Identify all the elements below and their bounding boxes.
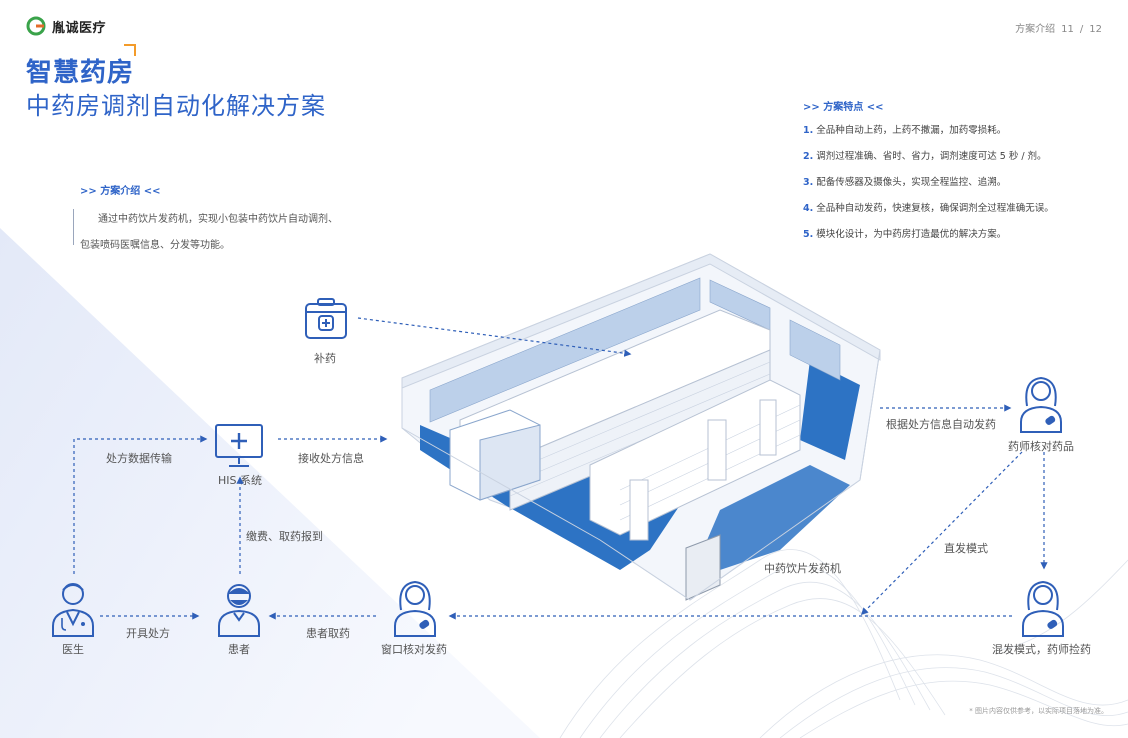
edge-supply xyxy=(357,317,632,357)
edge-label-pickup: 患者取药 xyxy=(306,627,350,640)
edge-direct xyxy=(860,451,1023,616)
pager-sep: / xyxy=(1079,24,1084,35)
page-title: 智慧药房 xyxy=(26,58,135,88)
node-pharmacist-check: 药师核对药品 xyxy=(1008,440,1074,453)
node-supply: 补药 xyxy=(314,352,336,365)
feature-item: 2.调剂过程准确、省时、省力，调剂速度可达 5 秒 / 剂。 xyxy=(803,151,1047,162)
node-machine: 中药饮片发药机 xyxy=(764,562,841,575)
edge-label-direct: 直发模式 xyxy=(944,542,988,555)
node-mixed: 混发模式，药师捡药 xyxy=(992,643,1091,656)
brand-name: 胤诚医疗 xyxy=(52,20,107,36)
edge-doctor-his xyxy=(73,435,208,574)
pharmacist-icon xyxy=(394,580,436,637)
pharmacy-room-illustration xyxy=(401,253,881,601)
feature-item: 1.全品种自动上药，上药不撒漏，加药零损耗。 xyxy=(803,125,1007,136)
feature-item: 5.模块化设计，为中药房打造最优的解决方案。 xyxy=(803,229,1007,240)
intro-line-1: 通过中药饮片发药机，实现小包装中药饮片自动调剂、 xyxy=(98,214,338,225)
logo-mark-icon xyxy=(26,16,46,36)
intro-line-2: 包装喷码医嘱信息、分发等功能。 xyxy=(80,240,230,251)
node-doctor: 医生 xyxy=(62,643,84,656)
features-heading: >> 方案特点 << xyxy=(803,102,884,113)
footnote: * 图片内容仅供参考，以实际项目落地为准。 xyxy=(969,707,1108,715)
edge-label-auto: 根据处方信息自动发药 xyxy=(886,418,996,431)
pager-total: 12 xyxy=(1089,24,1102,35)
feature-item: 4.全品种自动发药，快速复核，确保调剂全过程准确无误。 xyxy=(803,203,1054,214)
feature-item: 3.配备传感器及摄像头，实现全程监控、追溯。 xyxy=(803,177,1007,188)
pharmacist-icon xyxy=(1022,580,1064,637)
monitor-icon xyxy=(215,424,263,467)
pharmacist-icon xyxy=(1020,376,1062,433)
page-indicator: 方案介绍 11 / 12 xyxy=(1015,20,1108,35)
pager-current: 11 xyxy=(1061,24,1074,35)
edge-label-receive: 接收处方信息 xyxy=(298,452,364,465)
brand-logo: 胤诚医疗 xyxy=(26,16,106,36)
intro-bar xyxy=(73,209,74,245)
doctor-icon xyxy=(52,583,94,637)
intro-heading: >> 方案介绍 << xyxy=(80,186,161,197)
edge-label-transfer: 处方数据传输 xyxy=(106,452,172,465)
node-patient: 患者 xyxy=(228,643,250,656)
medicine-box-icon xyxy=(305,298,347,339)
edge-label-pay: 缴费、取药报到 xyxy=(246,530,323,543)
pager-section: 方案介绍 xyxy=(1015,24,1056,35)
node-window: 窗口核对发药 xyxy=(381,643,447,656)
patient-icon xyxy=(218,584,260,637)
page-subtitle: 中药房调剂自动化解决方案 xyxy=(26,92,326,120)
edge-label-prescribe: 开具处方 xyxy=(126,627,170,640)
title-corner-mark xyxy=(124,44,136,56)
